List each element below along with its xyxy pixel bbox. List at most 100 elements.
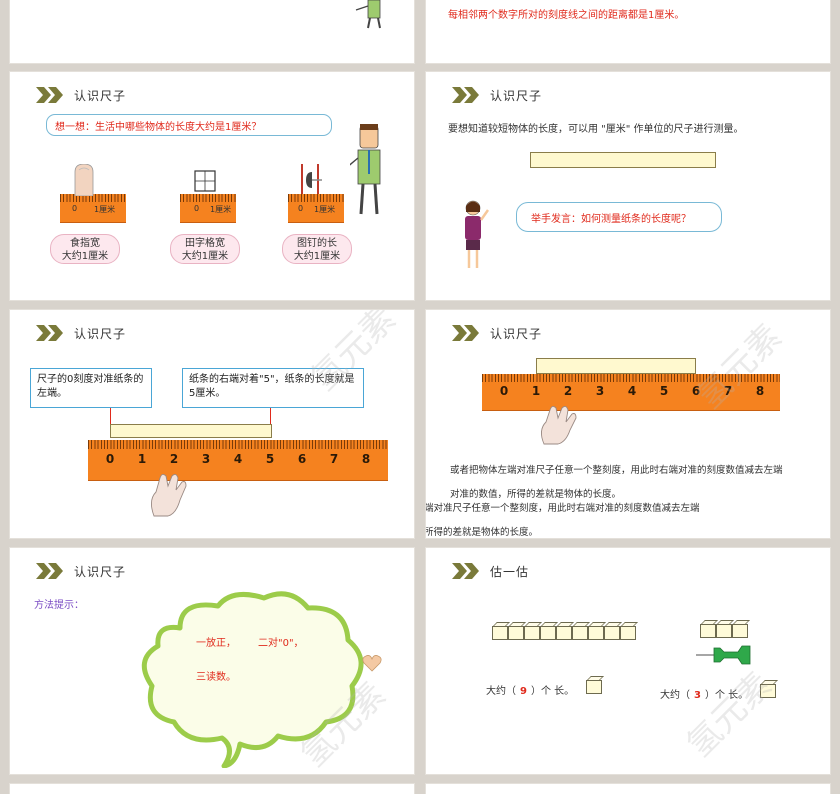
- paper-strip: [536, 358, 696, 374]
- mini-ruler: 0 1厘米: [60, 194, 126, 223]
- estimate-right-value: 3: [694, 690, 701, 701]
- teacher-figure: [355, 0, 381, 29]
- slide-6[interactable]: 认识尺子 0 1 2 3 4 5 6 7 8 或者把物体左端对准尺子任意一个整刻…: [426, 310, 830, 538]
- slide-1[interactable]: [10, 0, 414, 63]
- note-box-left: 尺子的0刻度对准纸条的左端。: [30, 368, 152, 408]
- note-box-right: 纸条的右端对着"5"，纸条的长度就是5厘米。: [182, 368, 364, 408]
- cube: [732, 624, 748, 638]
- ruler: 0 1 2 3 4 5 6 7 8: [88, 440, 388, 481]
- item-label: 图钉的长 大约1厘米: [282, 234, 352, 264]
- overlap-line-3: 端对准尺子任意一个整刻度，用此时右端对准的刻度数值减去左端: [426, 503, 700, 514]
- step-3: 三读数。: [196, 672, 236, 683]
- ruler-number: 1: [137, 452, 147, 466]
- slide-header: 认识尺子: [36, 562, 126, 580]
- mini-ruler: 0 1厘米: [180, 194, 236, 223]
- bubble-text: 举手发言：如何测量纸条的长度呢？: [531, 213, 691, 225]
- instruction-text: 要想知道较短物体的长度，可以用 "厘米" 作单位的尺子进行测量。: [448, 124, 744, 135]
- explain-line-1: 或者把物体左端对准尺子任意一个整刻度，用此时右端对准的刻度数值减去左端: [450, 465, 783, 476]
- ruler-number: 6: [297, 452, 307, 466]
- ruler-number: 4: [627, 384, 637, 398]
- ruler-one: 1厘米: [210, 205, 232, 214]
- watermark: 氢元素: [679, 664, 780, 766]
- estimate-right: 大约（3）个 长。: [660, 690, 749, 701]
- slide-9[interactable]: [10, 784, 414, 794]
- paper-strip: [110, 424, 272, 438]
- ruler-zero: 0: [298, 204, 304, 213]
- grid-square-icon: [194, 170, 216, 192]
- chevron-icon: [36, 325, 63, 341]
- cloud-bubble: [141, 591, 364, 768]
- ruler: 0 1 2 3 4 5 6 7 8: [482, 374, 780, 411]
- ruler-number: 0: [499, 384, 509, 398]
- cube: [508, 626, 524, 640]
- ruler-number: 5: [265, 452, 275, 466]
- estimate-left: 大约（9）个 长。: [486, 686, 575, 697]
- slide-title: 认识尺子: [490, 88, 543, 103]
- ruler-number: 2: [563, 384, 573, 398]
- ruler-number: 2: [169, 452, 179, 466]
- slide-8[interactable]: 估一估 大约（9）个 长。 大约（3）个 长。 氢元素: [426, 548, 830, 774]
- cube: [588, 626, 604, 640]
- cube: [716, 624, 732, 638]
- chevron-icon: [452, 325, 479, 341]
- right-marker-line: [270, 408, 271, 426]
- left-marker-line: [110, 408, 111, 426]
- ruler-number: 4: [233, 452, 243, 466]
- mini-ruler: 0 1厘米: [288, 194, 344, 223]
- slide-3[interactable]: 认识尺子 想一想：生活中哪些物体的长度大约是1厘米？ 0 1厘米 食指宽 大约1…: [10, 72, 414, 300]
- chevron-icon: [452, 563, 479, 579]
- step-1: 一放正，: [196, 638, 236, 649]
- cube: [492, 626, 508, 640]
- ruler-number: 1: [531, 384, 541, 398]
- ruler-one: 1厘米: [314, 205, 336, 214]
- estimate-left-value: 9: [520, 686, 527, 697]
- heart-icon: [362, 655, 382, 672]
- hint-label: 方法提示：: [34, 600, 84, 611]
- question-bubble: 举手发言：如何测量纸条的长度呢？: [516, 202, 722, 232]
- cube: [572, 626, 588, 640]
- ruler-number: 7: [723, 384, 733, 398]
- explain-line-2: 对准的数值，所得的差就是物体的长度。: [450, 489, 622, 500]
- question-text: 想一想：生活中哪些物体的长度大约是1厘米？: [55, 121, 262, 133]
- cube: [524, 626, 540, 640]
- slide-5[interactable]: 认识尺子 尺子的0刻度对准纸条的左端。 纸条的右端对着"5"，纸条的长度就是5厘…: [10, 310, 414, 538]
- cube: [540, 626, 556, 640]
- question-callout: 想一想：生活中哪些物体的长度大约是1厘米？: [46, 114, 332, 136]
- finger-icon: [74, 164, 94, 196]
- slide-title: 估一估: [490, 564, 530, 579]
- slide-header: 估一估: [452, 562, 529, 580]
- slide-title: 认识尺子: [74, 88, 127, 103]
- cube: [556, 626, 572, 640]
- hand-icon: [151, 473, 187, 517]
- chevron-icon: [452, 87, 479, 103]
- ruler-zero: 0: [72, 204, 78, 213]
- slide-7[interactable]: 认识尺子 方法提示： 一放正， 二对"0"， 三读数。 氢元素: [10, 548, 414, 774]
- slide-header: 认识尺子: [452, 324, 542, 342]
- pushpin-icon: [696, 645, 751, 665]
- ruler-zero: 0: [194, 204, 200, 213]
- item-label: 田字格宽 大约1厘米: [170, 234, 240, 264]
- pushpin-icon: [301, 164, 322, 194]
- unit-cube: [586, 680, 602, 694]
- slide-header: 认识尺子: [36, 324, 126, 342]
- ruler-number: 3: [595, 384, 605, 398]
- ruler-number: 7: [329, 452, 339, 466]
- ruler-number: 8: [361, 452, 371, 466]
- chevron-icon: [36, 563, 63, 579]
- ruler-number: 8: [755, 384, 765, 398]
- overlap-line-4: 所得的差就是物体的长度。: [426, 527, 539, 538]
- ruler-one: 1厘米: [94, 205, 116, 214]
- item-label: 食指宽 大约1厘米: [50, 234, 120, 264]
- slide-4[interactable]: 认识尺子 要想知道较短物体的长度，可以用 "厘米" 作单位的尺子进行测量。 举手…: [426, 72, 830, 300]
- slide-title: 认识尺子: [490, 326, 543, 341]
- teacher-figure: [350, 124, 381, 215]
- slide-header: 认识尺子: [36, 86, 126, 104]
- ruler-number: 6: [691, 384, 701, 398]
- ruler-number: 0: [105, 452, 115, 466]
- ruler-fact-text: 每相邻两个数字所对的刻度线之间的距离都是1厘米。: [448, 10, 685, 21]
- cube: [620, 626, 636, 640]
- slide-2[interactable]: 每相邻两个数字所对的刻度线之间的距离都是1厘米。: [426, 0, 830, 63]
- slide-10[interactable]: [426, 784, 830, 794]
- step-2: 二对"0"，: [258, 638, 304, 649]
- cube: [700, 624, 716, 638]
